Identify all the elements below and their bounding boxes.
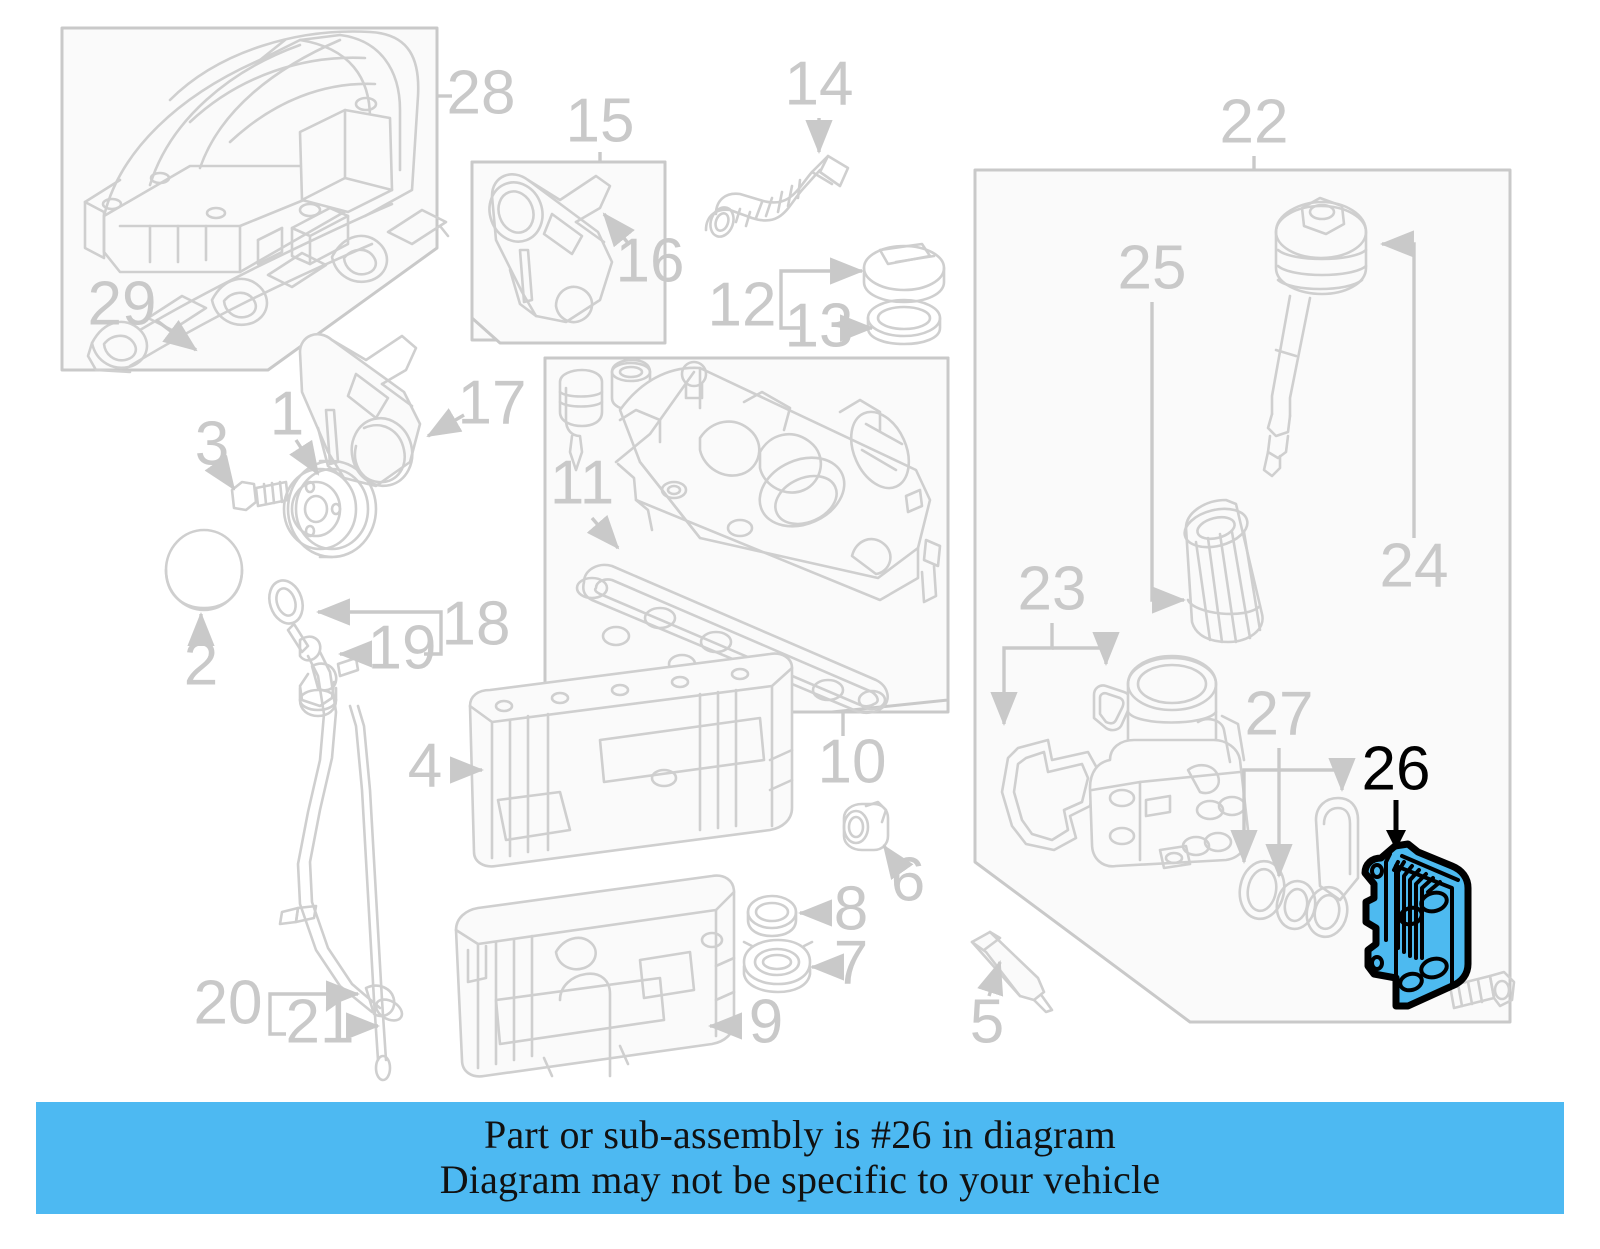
callout-11: 11 (550, 448, 614, 517)
callout-15: 15 (566, 86, 635, 155)
callout-9: 9 (749, 987, 783, 1056)
callout-4: 4 (408, 731, 442, 800)
callout-10: 10 (818, 727, 887, 796)
callout-25: 25 (1118, 233, 1187, 302)
highlighted-part-26: 26 (1361, 734, 1472, 1010)
callout-29: 29 (88, 269, 157, 338)
callout-5: 5 (970, 987, 1004, 1056)
callout-8: 8 (834, 874, 868, 943)
callout-12: 12 (708, 270, 777, 339)
callout-18: 18 (442, 589, 511, 658)
callout-1: 1 (270, 379, 304, 448)
callout-22: 22 (1220, 87, 1289, 156)
banner-line-2: Diagram may not be specific to your vehi… (439, 1157, 1161, 1202)
callout-16: 16 (616, 226, 685, 295)
callout-23: 23 (1018, 554, 1087, 623)
callout-26: 26 (1362, 734, 1431, 803)
callout-6: 6 (891, 845, 925, 914)
callout-7: 7 (834, 928, 868, 997)
callout-28: 28 (447, 58, 516, 127)
banner-line-1: Part or sub-assembly is #26 in diagram (484, 1112, 1116, 1158)
callout-21: 21 (286, 987, 355, 1056)
info-banner: Part or sub-assembly is #26 in diagram D… (36, 1102, 1564, 1214)
callout-3: 3 (195, 409, 229, 478)
callout-14: 14 (785, 49, 854, 118)
callout-24: 24 (1380, 531, 1449, 600)
callout-19: 19 (368, 613, 437, 682)
callout-13: 13 (785, 291, 854, 360)
callout-2: 2 (184, 629, 218, 698)
callout-20: 20 (194, 968, 263, 1037)
callout-17: 17 (458, 368, 527, 437)
callout-27: 27 (1245, 679, 1314, 748)
